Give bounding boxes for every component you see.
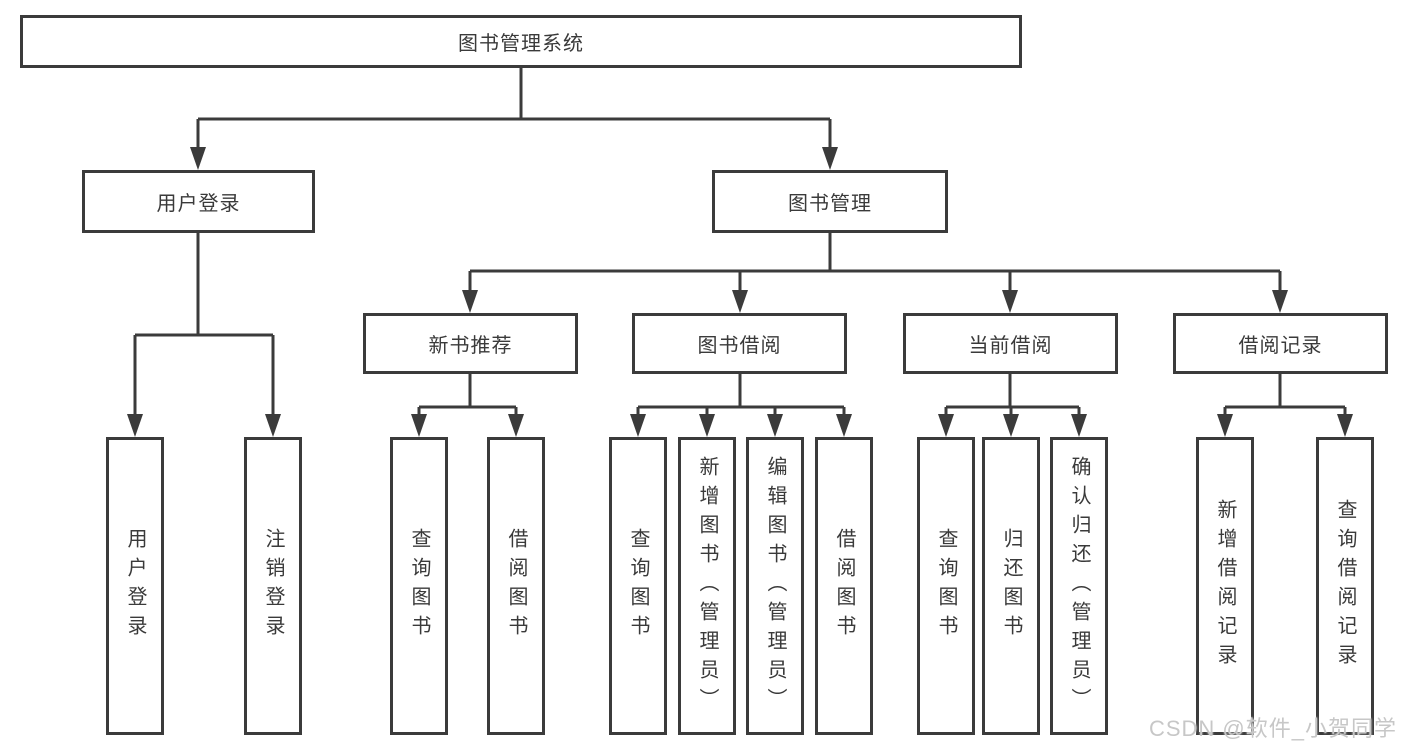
- leaf-borrow-add-books-admin-label: 新增图书（管理员）: [696, 455, 718, 717]
- leaf-current-return-books-label: 归还图书: [1000, 528, 1022, 644]
- node-borrow-records-label: 借阅记录: [1238, 335, 1323, 357]
- leaf-borrow-borrow-books-label: 借阅图书: [833, 528, 855, 644]
- node-borrow-records: 借阅记录: [1173, 313, 1388, 374]
- node-book-management-label: 图书管理: [788, 193, 872, 215]
- leaf-current-return-books: 归还图书: [982, 437, 1040, 735]
- connector-book-borrow-to-leaves: [630, 374, 852, 437]
- connector-borrow-records-to-leaves: [1217, 374, 1353, 437]
- node-book-borrow-label: 图书借阅: [697, 335, 782, 357]
- leaf-current-confirm-return-admin: 确认归还（管理员）: [1050, 437, 1108, 735]
- leaf-recommend-query-books-label: 查询图书: [408, 528, 430, 644]
- leaf-records-add-record: 新增借阅记录: [1196, 437, 1254, 735]
- leaf-borrow-borrow-books: 借阅图书: [815, 437, 873, 735]
- leaf-current-query-books-label: 查询图书: [935, 528, 957, 644]
- connector-root-to-level2: [190, 68, 838, 170]
- leaf-recommend-borrow-books: 借阅图书: [487, 437, 545, 735]
- node-user-login: 用户登录: [82, 170, 315, 233]
- connector-user-login-to-leaves: [127, 233, 281, 437]
- node-root-label: 图书管理系统: [458, 33, 584, 55]
- connector-new-book-recommend-to-leaves: [411, 374, 524, 437]
- node-user-login-label: 用户登录: [156, 193, 241, 215]
- leaf-logout-label: 注销登录: [262, 528, 284, 644]
- leaf-records-add-record-label: 新增借阅记录: [1214, 499, 1236, 673]
- leaf-borrow-query-books: 查询图书: [609, 437, 667, 735]
- node-book-management: 图书管理: [712, 170, 948, 233]
- leaf-borrow-query-books-label: 查询图书: [627, 528, 649, 644]
- watermark: CSDN @软件_小贺同学: [1148, 716, 1397, 741]
- node-root: 图书管理系统: [20, 15, 1022, 68]
- leaf-records-query-record: 查询借阅记录: [1316, 437, 1374, 735]
- leaf-current-confirm-return-admin-label: 确认归还（管理员）: [1068, 455, 1090, 717]
- leaf-logout: 注销登录: [244, 437, 302, 735]
- leaf-records-query-record-label: 查询借阅记录: [1334, 499, 1356, 673]
- node-current-borrow: 当前借阅: [903, 313, 1118, 374]
- leaf-borrow-edit-books-admin-label: 编辑图书（管理员）: [764, 455, 786, 717]
- leaf-recommend-borrow-books-label: 借阅图书: [505, 528, 527, 644]
- leaf-borrow-add-books-admin: 新增图书（管理员）: [678, 437, 736, 735]
- connector-current-borrow-to-leaves: [938, 374, 1087, 437]
- leaf-user-login-label: 用户登录: [124, 528, 146, 644]
- node-new-book-recommend-label: 新书推荐: [428, 335, 513, 357]
- node-book-borrow: 图书借阅: [632, 313, 847, 374]
- leaf-borrow-edit-books-admin: 编辑图书（管理员）: [746, 437, 804, 735]
- leaf-current-query-books: 查询图书: [917, 437, 975, 735]
- node-new-book-recommend: 新书推荐: [363, 313, 578, 374]
- node-current-borrow-label: 当前借阅: [968, 335, 1053, 357]
- leaf-recommend-query-books: 查询图书: [390, 437, 448, 735]
- connector-book-management-to-level3: [462, 233, 1288, 313]
- leaf-user-login: 用户登录: [106, 437, 164, 735]
